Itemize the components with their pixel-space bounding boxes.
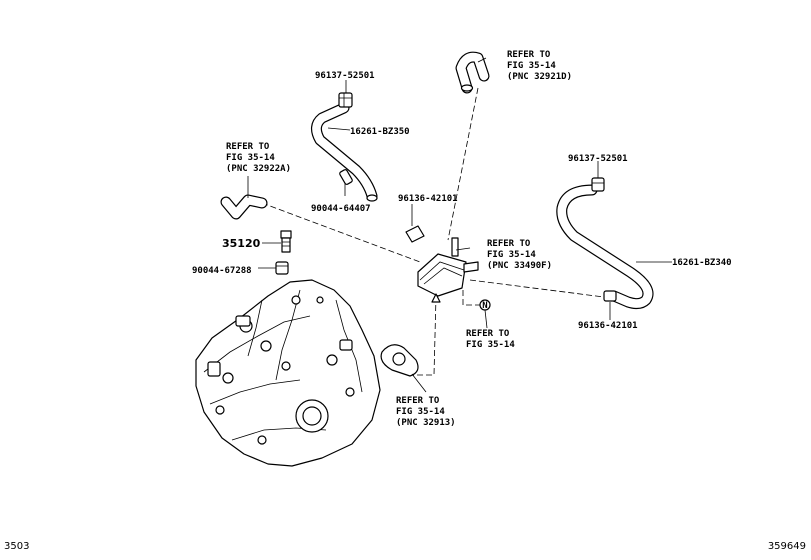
label-refer-33490f-1: REFER TO	[487, 239, 531, 249]
label-hose-16261-bz350: 16261-BZ350	[350, 127, 410, 137]
label-refer-32921d-2: FIG 35-14	[507, 61, 556, 71]
hose-16261-bz350	[311, 92, 378, 202]
clamp-right	[603, 290, 617, 302]
label-refer-32922a-1: REFER TO	[226, 142, 270, 152]
label-sensor-35120: 35120	[222, 237, 261, 250]
label-hose-16261-bz340: 16261-BZ340	[672, 258, 732, 268]
gasket	[380, 344, 419, 377]
transaxle-assembly	[195, 279, 381, 467]
hose-top-center	[455, 51, 490, 94]
label-refer-n-2: FIG 35-14	[466, 340, 515, 350]
label-refer-n-1: REFER TO	[466, 329, 510, 339]
label-refer-32922a-2: FIG 35-14	[226, 153, 275, 163]
bolt-90044-64407	[339, 169, 353, 185]
clip-right	[591, 177, 605, 192]
part-labels: 96137-52501 16261-BZ350 REFER TO FIG 35-…	[192, 50, 732, 428]
clamp-center	[405, 225, 425, 243]
label-refer-33490f-3: (PNC 33490F)	[487, 261, 552, 271]
footer-left-code: 3503	[4, 541, 29, 552]
label-refer-33490f-2: FIG 35-14	[487, 250, 536, 260]
label-plug-90044-67288: 90044-67288	[192, 266, 252, 276]
label-refer-32913-1: REFER TO	[396, 396, 440, 406]
hose-16261-bz340	[556, 177, 654, 310]
hose-left-32922a	[220, 194, 268, 220]
label-refer-32921d-3: (PNC 32921D)	[507, 72, 572, 82]
plug-90044-67288	[275, 261, 289, 275]
n-marker: N	[479, 299, 491, 311]
clip-top	[338, 92, 353, 108]
label-refer-32921d-1: REFER TO	[507, 50, 551, 60]
leader-lines	[247, 57, 672, 393]
label-clamp-center: 96136-42101	[398, 194, 458, 204]
label-clip-right: 96137-52501	[568, 154, 628, 164]
label-bolt-90044-64407: 90044-64407	[311, 204, 371, 214]
label-refer-32913-3: (PNC 32913)	[396, 418, 456, 428]
label-refer-32922a-3: (PNC 32922A)	[226, 164, 291, 174]
label-clamp-right: 96136-42101	[578, 321, 638, 331]
oil-cooler	[417, 237, 479, 303]
footer-right-code: 359649	[768, 541, 806, 552]
label-clip-top: 96137-52501	[315, 71, 375, 81]
sensor-35120	[280, 230, 292, 253]
svg-text:N: N	[482, 301, 487, 311]
label-refer-32913-2: FIG 35-14	[396, 407, 445, 417]
reference-dashed-lines	[261, 87, 613, 376]
